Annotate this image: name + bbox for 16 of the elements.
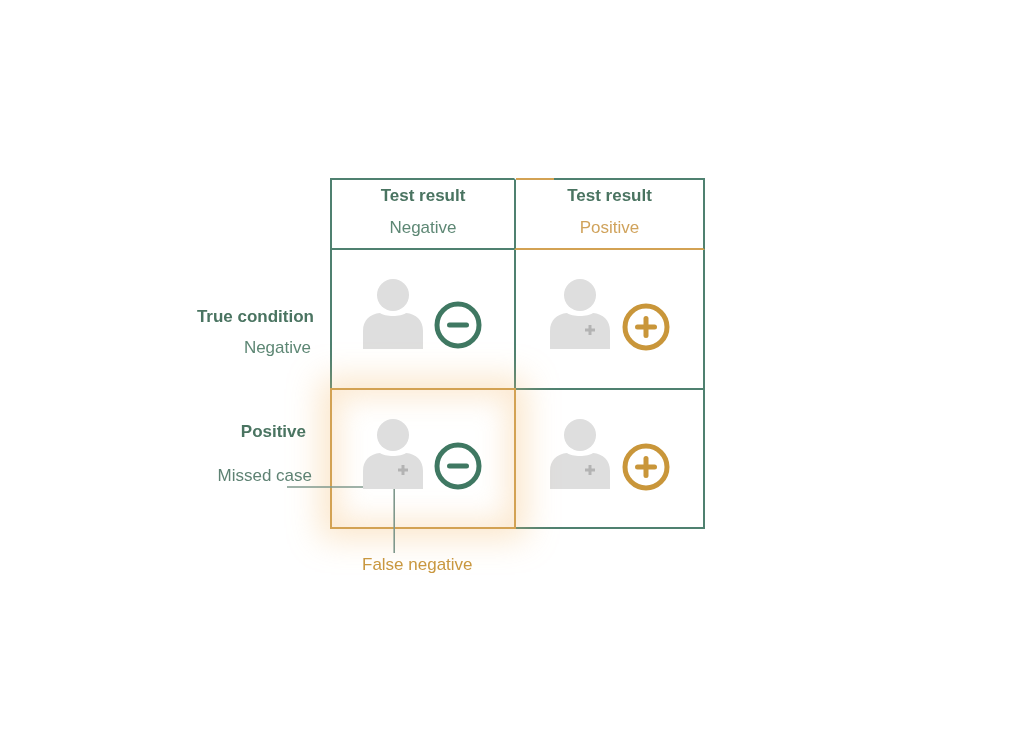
leader-line: [286, 486, 364, 488]
callout-label: Missed case: [217, 466, 312, 486]
row-header: True condition: [196, 307, 314, 327]
column-header: Test result: [567, 185, 652, 207]
column-header: Test result: [380, 185, 466, 207]
highlighted-cell: [330, 388, 516, 529]
leader-line: [393, 488, 395, 554]
column-value: Negative: [389, 217, 457, 239]
matrix-cell: [514, 388, 705, 529]
row-label: Positive: [240, 422, 306, 442]
row-label: Negative: [243, 338, 311, 358]
header-cell: [514, 178, 705, 250]
column-value: Positive: [579, 217, 640, 239]
header-cell: [330, 178, 516, 250]
callout-label: False negative: [362, 555, 473, 575]
person-icon: [363, 419, 423, 489]
